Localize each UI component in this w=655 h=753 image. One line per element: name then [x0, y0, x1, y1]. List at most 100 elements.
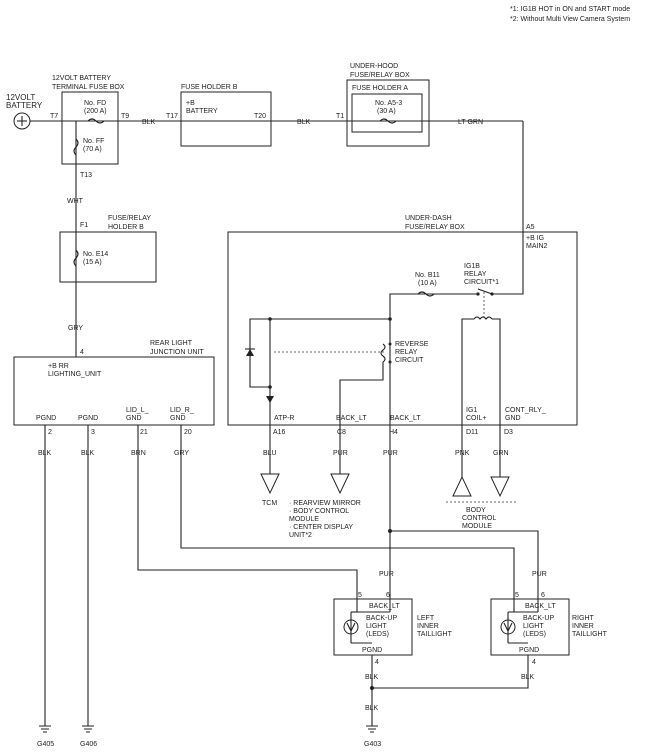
fuse-holder-b-label-1: +B — [186, 100, 195, 107]
wire-label-blk-1: BLK — [142, 119, 156, 126]
fuse-b11-icon — [417, 291, 435, 297]
wire-label-blk-2: BLK — [297, 119, 311, 126]
left-name-2: INNER — [417, 623, 439, 630]
wire-label-pnk: PNK — [455, 450, 470, 457]
fuse-b11-name: No. B11 — [415, 272, 440, 279]
left-inner-taillight — [333, 598, 413, 656]
fuse-a5-3-name: No. A5-3 — [375, 100, 402, 107]
fuse-a5-3-amp: (30 A) — [377, 108, 396, 115]
reverse-relay-label-1: REVERSE — [395, 341, 429, 348]
left-name-3: TAILLIGHT — [417, 631, 453, 638]
ig1b-relay-coil-icon — [473, 316, 493, 320]
ig1b-relay-switch-icon — [476, 288, 494, 317]
wire-pur-2 — [389, 425, 539, 599]
battery-label-2: BATTERY — [6, 101, 43, 110]
term-t13: T13 — [80, 172, 92, 179]
left-pin-5: 5 — [358, 592, 362, 599]
wire-label-pur-2: PUR — [383, 450, 398, 457]
underdash-main-1: +B IG — [526, 235, 544, 242]
fuse-e14-icon — [73, 249, 79, 267]
terminal-box-title-1: 12VOLT BATTERY — [52, 75, 111, 82]
right-back-lt: BACK_LT — [525, 603, 556, 610]
fuse-holder-b-title: FUSE HOLDER B — [181, 84, 238, 91]
right-inner-3: (LEDS) — [523, 631, 546, 638]
term-t20: T20 — [254, 113, 266, 120]
module-label-2: · BODY CONTROL — [289, 508, 349, 515]
fuse-fd-amp: (200 A) — [84, 108, 107, 115]
fuse-ff-icon — [73, 138, 79, 156]
terminal-fuse-box — [61, 91, 119, 165]
fuse-fd-name: No. FD — [84, 100, 106, 107]
rear-pin-label-lid-r: LID_R_ — [170, 407, 194, 414]
rear-junction-title-1: REAR LIGHT — [150, 340, 193, 347]
term-t17: T17 — [166, 113, 178, 120]
ground-g405-icon — [39, 725, 51, 733]
underdash-pin-h4: H4 — [389, 429, 398, 436]
wire-label-ltgrn: LT GRN — [458, 119, 483, 126]
rear-pin-label-pgnd-2: PGND — [78, 415, 98, 422]
rear-junction-title-2: JUNCTION UNIT — [150, 349, 204, 356]
fuse-relay-b-title-2: HOLDER B — [108, 224, 144, 231]
fuse-a5-3-icon — [379, 118, 397, 124]
atp-r-arrow-icon — [266, 396, 274, 403]
wire-label-brn: BRN — [131, 450, 146, 457]
fuse-relay-holder-b — [59, 231, 157, 283]
wire-blk-right — [372, 655, 529, 689]
rear-junction-label-1: +B RR — [48, 363, 69, 370]
wire-label-blk-g403: BLK — [365, 705, 379, 712]
ground-g403-icon — [366, 725, 378, 733]
fuse-holder-a-title: FUSE HOLDER A — [352, 85, 408, 92]
module-label-4: · CENTER DISPLAY — [289, 524, 353, 531]
reverse-relay-label-2: RELAY — [395, 349, 418, 356]
wire-label-blk-right: BLK — [521, 674, 535, 681]
diode-icon — [245, 348, 255, 356]
underdash-pin-label-back-lt-2: BACK_LT — [390, 415, 421, 422]
wire-label-blk-g406: BLK — [81, 450, 95, 457]
right-pin-4: 4 — [532, 659, 536, 666]
underdash-pin-label-ig1: IG1 — [466, 407, 477, 414]
fuse-e14-amp: (15 A) — [83, 259, 102, 266]
right-name-2: INNER — [572, 623, 594, 630]
underhood-title-2: FUSE/RELAY BOX — [350, 72, 410, 79]
module-label-1: · REARVIEW MIRROR — [289, 500, 361, 507]
under-dash-fuse-relay-box — [227, 231, 578, 426]
fuse-e14-name: No. E14 — [83, 251, 108, 258]
underdash-title-2: FUSE/RELAY BOX — [405, 224, 465, 231]
underdash-pin-d11: D11 — [466, 429, 478, 436]
fuse-holder-a — [351, 93, 423, 133]
underdash-pin-c8: C8 — [337, 429, 346, 436]
term-t1: T1 — [336, 113, 344, 120]
right-name-1: RIGHT — [572, 615, 595, 622]
underhood-title-1: UNDER-HOOD — [350, 63, 398, 70]
ig1b-label-2: RELAY — [464, 271, 487, 278]
wire-label-pur-1: PUR — [333, 450, 348, 457]
note-2: *2: Without Multi View Camera System — [510, 16, 630, 23]
underdash-pin-a16: A16 — [273, 429, 286, 436]
bcm-label-2: CONTROL — [462, 515, 496, 522]
rear-pin-label-lid-l: LID_L_ — [126, 407, 149, 414]
wire-label-pur-3: PUR — [379, 571, 394, 578]
right-inner-1: BACK-UP — [523, 615, 554, 622]
wire-label-blk-g405: BLK — [38, 450, 52, 457]
module-label-3: MODULE — [289, 516, 319, 523]
left-back-lt: BACK_LT — [369, 603, 400, 610]
module-arrow-icon — [330, 473, 350, 495]
left-pgnd: PGND — [362, 647, 382, 654]
fuse-ff-name: No. FF — [83, 138, 104, 145]
fuse-holder-b — [180, 91, 272, 147]
battery-label-1: 12VOLT — [6, 93, 35, 102]
wire-brn — [137, 425, 358, 599]
module-label-5: UNIT*2 — [289, 532, 312, 539]
underdash-pin-label-cont-rly: CONT_RLY_ — [505, 407, 546, 414]
term-t7: T7 — [50, 113, 58, 120]
right-pin-6: 6 — [541, 592, 545, 599]
note-1: *1: IG1B HOT in ON and START mode — [510, 6, 630, 13]
rear-light-junction-unit — [13, 356, 215, 426]
ig1b-label-3: CIRCUIT*1 — [464, 279, 499, 286]
terminal-box-title-2: TERMINAL FUSE BOX — [52, 84, 125, 91]
wire-label-wht: WHT — [67, 198, 84, 205]
bcm-arrow-pnk-icon — [452, 475, 472, 497]
rear-pin-20: 20 — [184, 429, 192, 436]
rear-pin-21: 21 — [140, 429, 148, 436]
bcm-label-3: MODULE — [462, 523, 492, 530]
